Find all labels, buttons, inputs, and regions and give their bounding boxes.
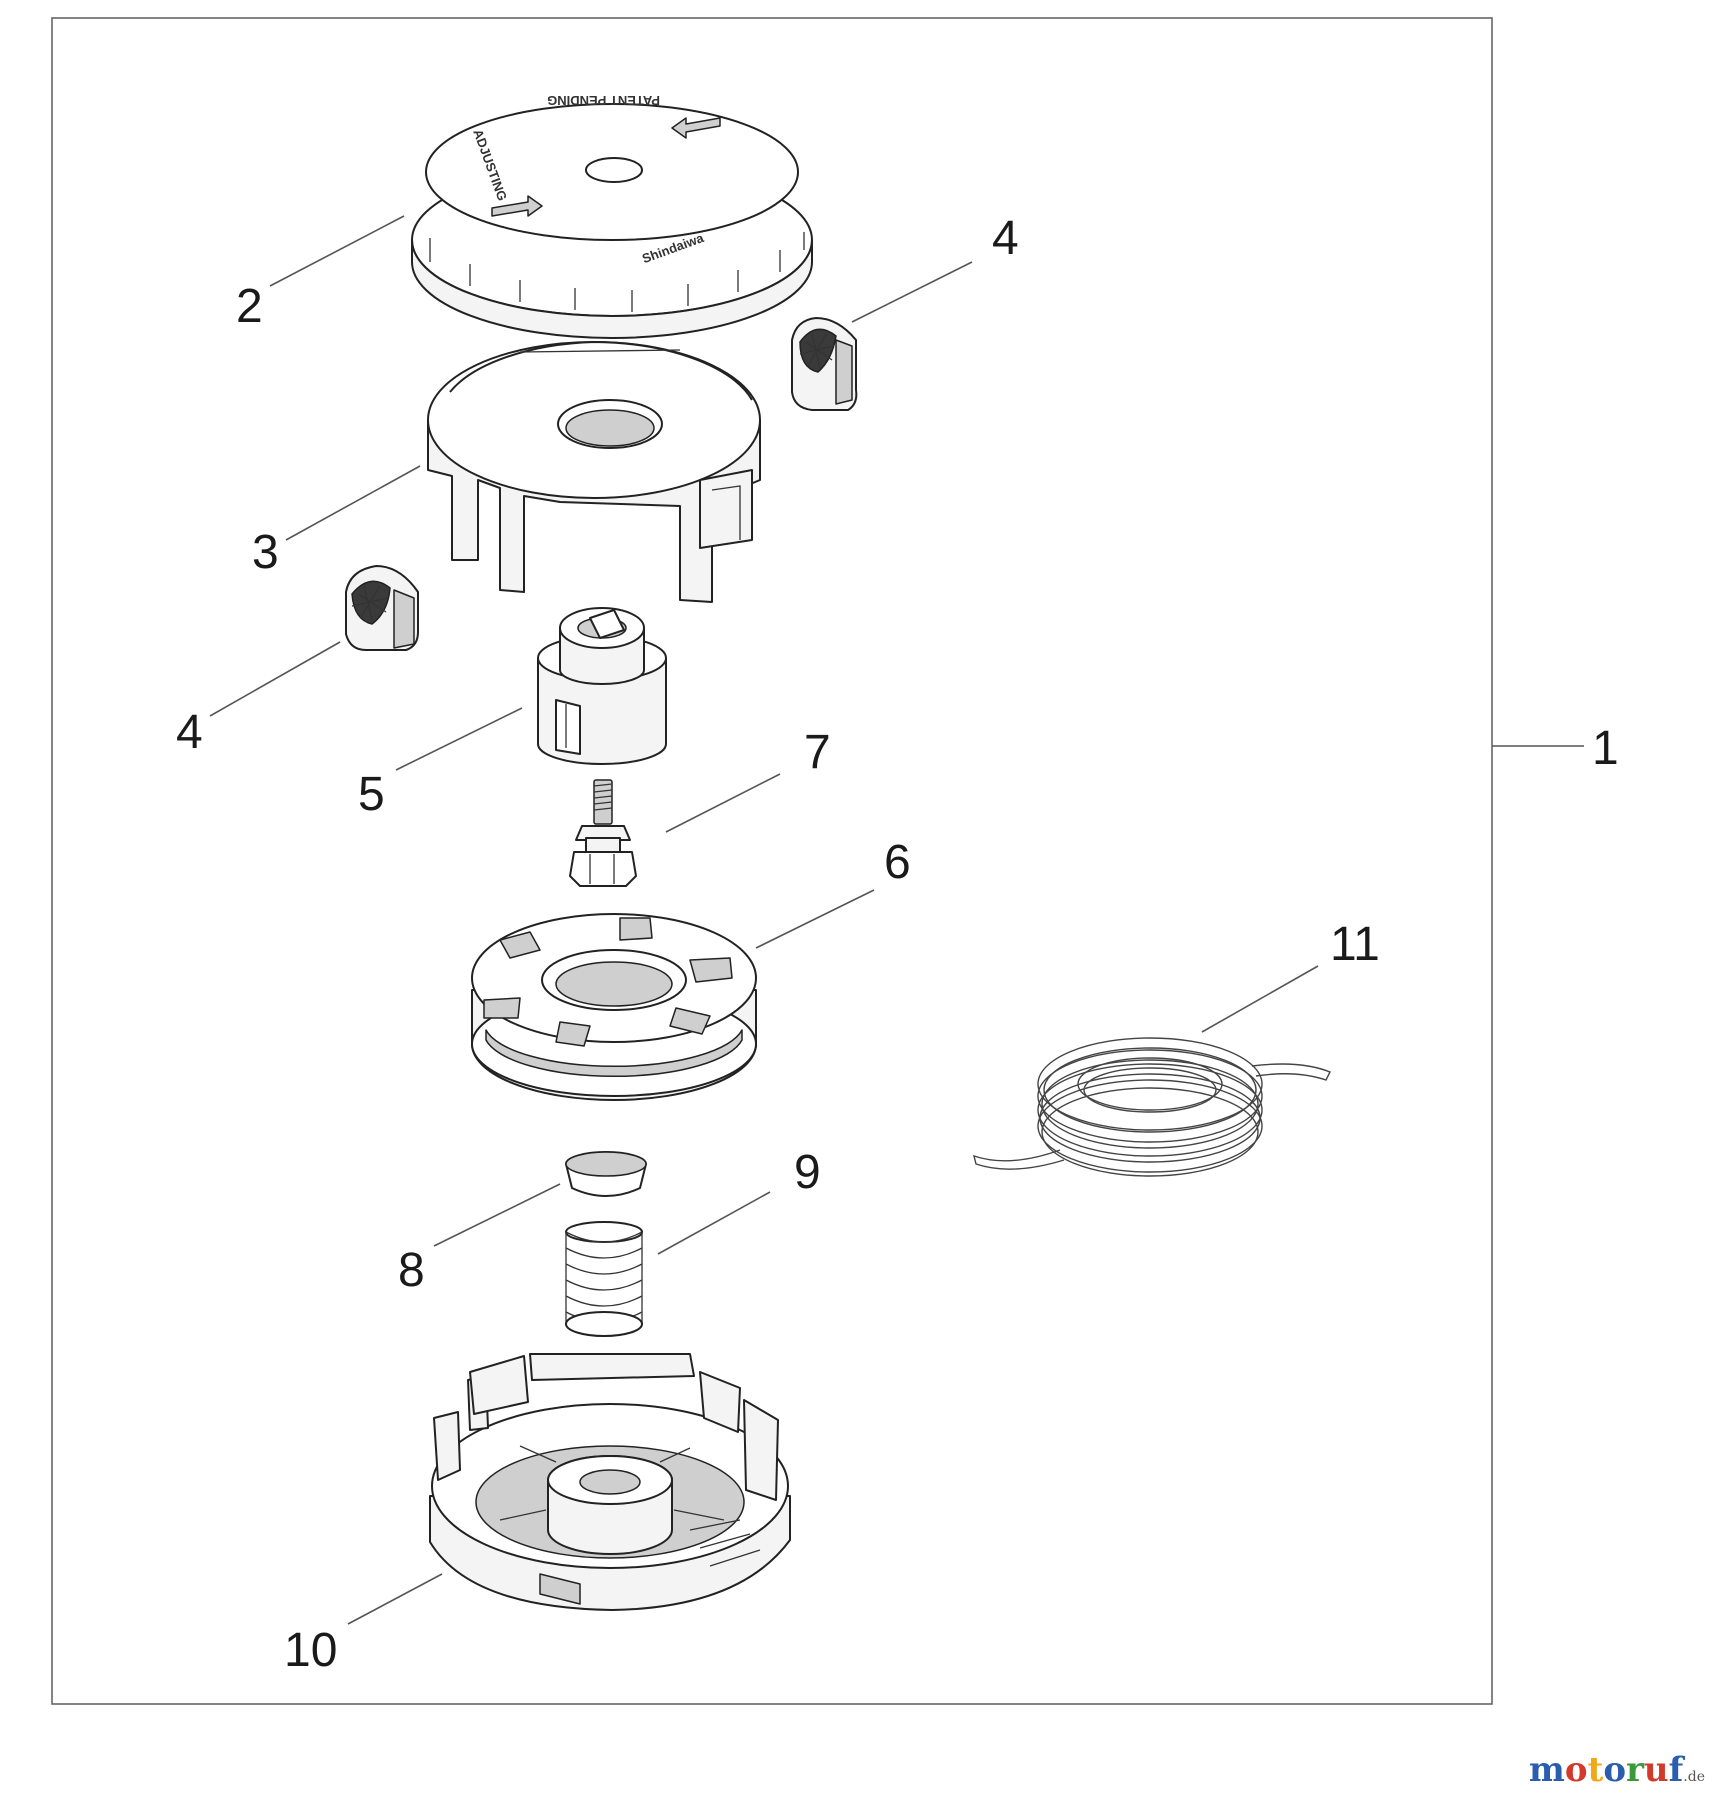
leader-lines bbox=[209, 215, 1584, 1625]
leader-5 bbox=[395, 707, 523, 771]
label-part-6: 6 bbox=[884, 836, 911, 889]
part-9-spring[interactable] bbox=[565, 1221, 643, 1337]
part-4-eyelet-upper[interactable] bbox=[791, 317, 858, 411]
label-part-4-upper: 4 bbox=[992, 212, 1019, 265]
label-part-5: 5 bbox=[358, 768, 385, 821]
part-3-housing[interactable] bbox=[427, 341, 761, 603]
part-6-spool[interactable] bbox=[471, 913, 757, 1101]
leader-6 bbox=[755, 889, 875, 949]
label-part-8: 8 bbox=[398, 1244, 425, 1297]
label-part-4-lower: 4 bbox=[176, 706, 203, 759]
watermark-letter: o bbox=[1603, 1750, 1626, 1790]
leader-11 bbox=[1201, 965, 1319, 1033]
part-11-trimmer-line[interactable] bbox=[973, 1037, 1331, 1177]
part-8-button[interactable] bbox=[565, 1151, 647, 1197]
label-part-11: 11 bbox=[1330, 918, 1380, 971]
part-7-bolt[interactable] bbox=[569, 779, 637, 887]
leader-7 bbox=[665, 773, 781, 833]
part-10-base[interactable] bbox=[429, 1353, 791, 1611]
watermark-letter: o bbox=[1564, 1750, 1588, 1790]
watermark-letter: t bbox=[1587, 1750, 1604, 1790]
label-part-2: 2 bbox=[236, 280, 263, 333]
part-2-cap[interactable]: PATENT PENDING Shindaiwa ADJUSTING bbox=[411, 93, 813, 339]
label-part-9: 9 bbox=[794, 1146, 821, 1199]
leader-9 bbox=[657, 1191, 771, 1255]
leader-4b bbox=[209, 641, 341, 717]
leader-2 bbox=[269, 215, 405, 287]
label-part-10: 10 bbox=[284, 1624, 337, 1677]
watermark-letter: r bbox=[1626, 1750, 1644, 1790]
leader-10 bbox=[347, 1573, 443, 1625]
label-part-7: 7 bbox=[804, 726, 831, 779]
part-5-adapter[interactable] bbox=[537, 607, 667, 765]
part-4-eyelet-lower[interactable] bbox=[345, 565, 419, 651]
watermark-letter: u bbox=[1643, 1750, 1669, 1790]
watermark-suffix: .de bbox=[1683, 1769, 1705, 1785]
leader-3 bbox=[285, 465, 421, 541]
label-part-1: 1 bbox=[1592, 722, 1619, 775]
label-part-3: 3 bbox=[252, 526, 279, 579]
part-labels: 1 2 3 4 4 5 6 7 8 9 10 11 bbox=[176, 212, 1619, 1677]
leader-4a bbox=[851, 261, 973, 323]
leader-8 bbox=[433, 1183, 561, 1247]
assembly-frame bbox=[51, 17, 1493, 1705]
watermark-letter: f bbox=[1668, 1750, 1684, 1790]
cap-marking-1: PATENT PENDING bbox=[547, 93, 660, 108]
motoruf-watermark: motoruf.de bbox=[1529, 1750, 1705, 1790]
watermark-letter: m bbox=[1528, 1750, 1565, 1790]
